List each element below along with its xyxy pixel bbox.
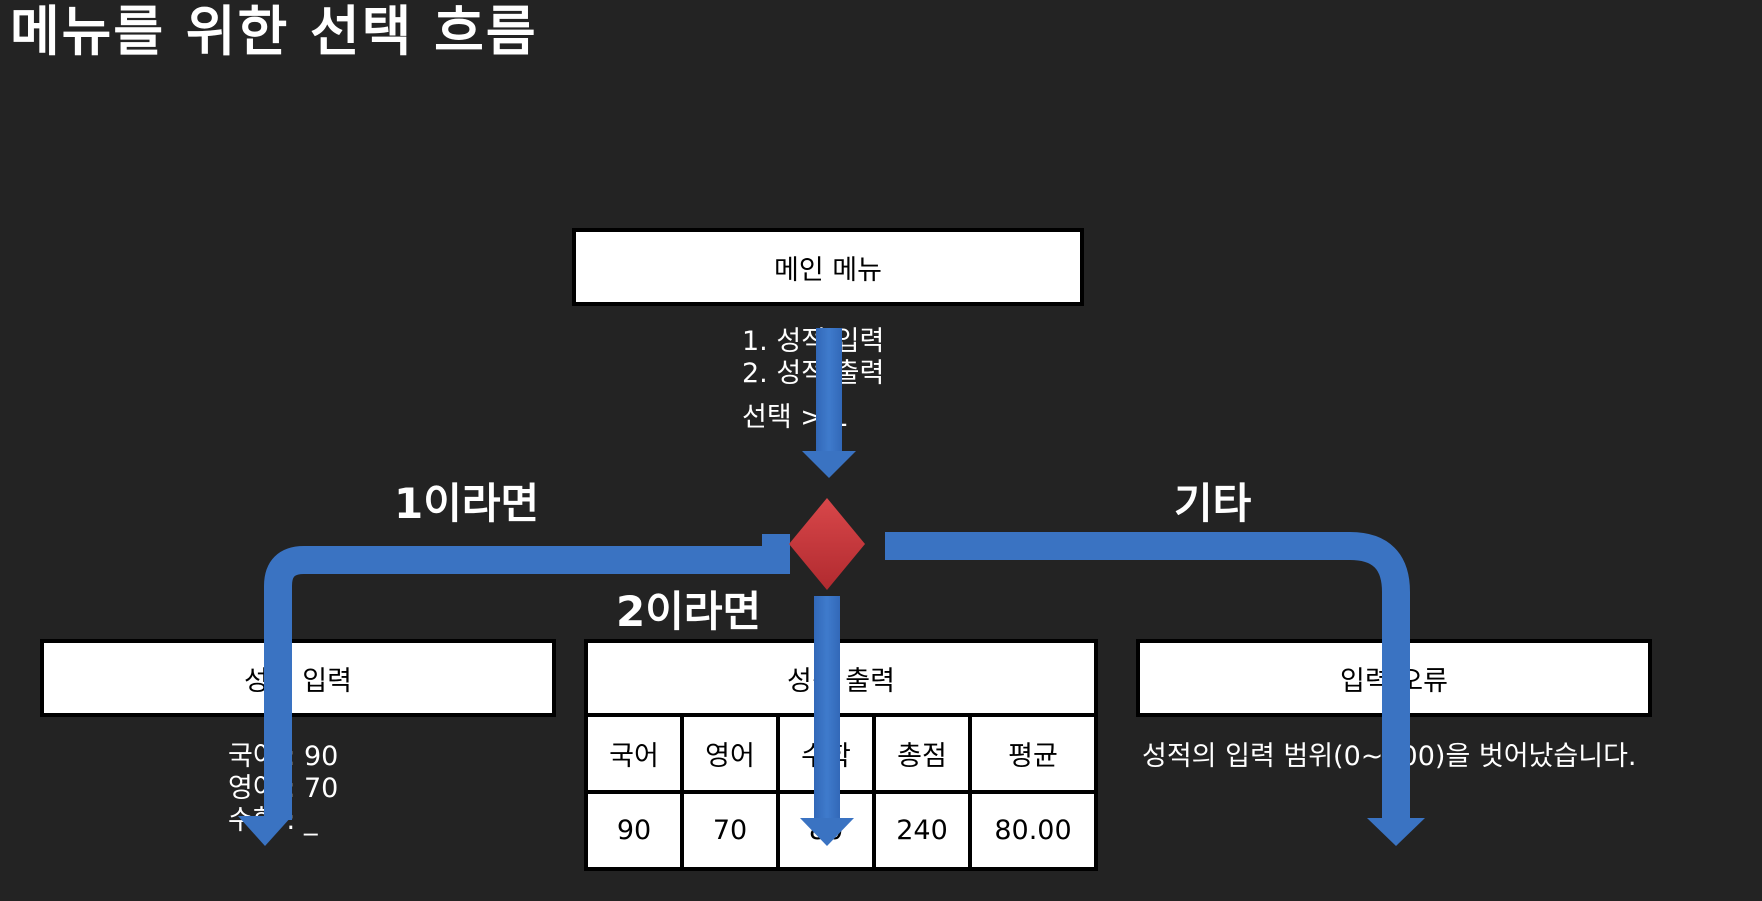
score-input-line-korean: 국어 : 90 <box>228 741 339 772</box>
score-input-label: 성적 입력 <box>244 665 352 697</box>
input-error-label: 입력 오류 <box>1340 665 1448 697</box>
score-table-header-row: 국어 영어 수학 총점 평균 <box>584 713 1098 794</box>
score-output-label: 성적 출력 <box>787 665 895 697</box>
input-error-box: 입력 오류 <box>1136 639 1652 717</box>
branch-label-other: 기타 <box>1174 479 1252 528</box>
score-value-math: 80 <box>776 790 876 871</box>
score-value-korean: 90 <box>584 790 684 871</box>
score-header-average: 평균 <box>968 713 1098 794</box>
score-table: 국어 영어 수학 총점 평균 90 70 80 240 80.00 <box>584 713 1098 871</box>
menu-option-2: 2. 성적 출력 <box>742 358 885 389</box>
main-menu-label: 메인 메뉴 <box>774 254 882 286</box>
score-header-math: 수학 <box>776 713 876 794</box>
score-header-korean: 국어 <box>584 713 684 794</box>
menu-option-1: 1. 성적 입력 <box>742 326 885 357</box>
page-title: 메뉴를 위한 선택 흐름 <box>10 0 538 63</box>
score-value-english: 70 <box>680 790 780 871</box>
score-input-line-english: 영어 : 70 <box>228 773 339 804</box>
menu-prompt: 선택 > 1 <box>742 402 849 433</box>
input-error-message: 성적의 입력 범위(0~100)을 벗어났습니다. <box>1142 741 1637 772</box>
score-table-value-row: 90 70 80 240 80.00 <box>584 790 1098 871</box>
score-input-box: 성적 입력 <box>40 639 556 717</box>
score-input-line-math: 수학 : _ <box>228 805 318 836</box>
main-menu-box: 메인 메뉴 <box>572 228 1084 306</box>
score-value-total: 240 <box>872 790 972 871</box>
branch-label-2: 2이라면 <box>616 587 762 636</box>
branch-label-1: 1이라면 <box>394 479 540 528</box>
decision-diamond <box>789 498 865 590</box>
score-output-box: 성적 출력 <box>584 639 1098 717</box>
score-value-average: 80.00 <box>968 790 1098 871</box>
score-header-english: 영어 <box>680 713 780 794</box>
score-header-total: 총점 <box>872 713 972 794</box>
